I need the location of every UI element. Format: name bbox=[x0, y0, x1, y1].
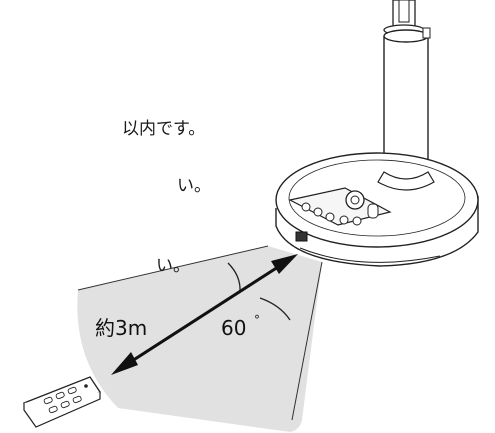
arrowhead-remote-end bbox=[111, 352, 138, 375]
text-fragment-3: い。 bbox=[156, 256, 190, 276]
coverage-edge-right bbox=[291, 261, 323, 421]
fan-base bbox=[275, 152, 479, 267]
range-angle-unit: ° bbox=[254, 313, 260, 327]
coverage-edge-left bbox=[77, 245, 269, 291]
range-distance-label: 約3m bbox=[95, 316, 148, 340]
angle-arc-lower bbox=[259, 297, 291, 321]
distance-arrow-line bbox=[117, 256, 293, 372]
text-fragment-1: 以内です。 bbox=[122, 119, 206, 139]
remote-control bbox=[22, 376, 101, 428]
range-angle-label: 60 bbox=[221, 316, 247, 340]
text-fragment-2: い。 bbox=[177, 176, 211, 196]
angle-arc-upper bbox=[227, 262, 241, 293]
coverage-area bbox=[77, 246, 322, 432]
arrowhead-fan-end bbox=[271, 254, 298, 274]
